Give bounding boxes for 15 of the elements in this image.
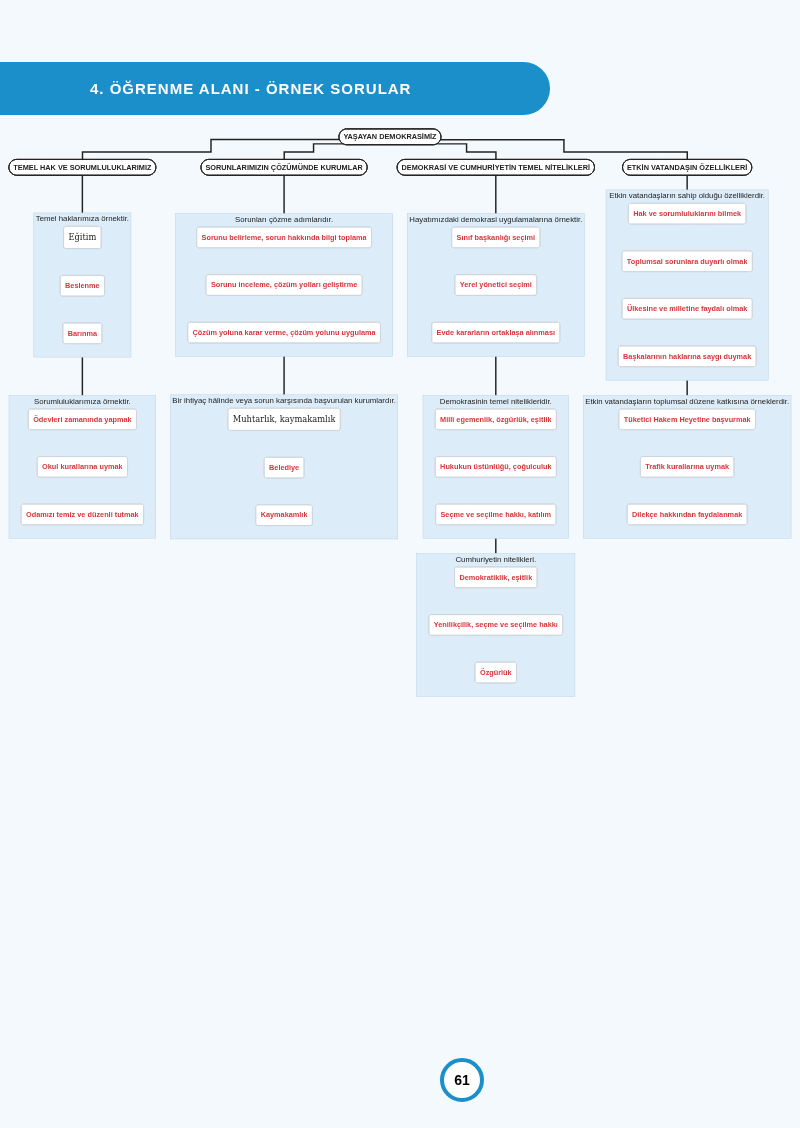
- connector: [495, 537, 497, 555]
- connector: [81, 138, 341, 161]
- connector: [686, 379, 688, 397]
- connector: [81, 174, 84, 214]
- connector: [436, 143, 497, 161]
- connector: [686, 174, 688, 191]
- connector: [283, 174, 285, 215]
- connector: [283, 355, 285, 396]
- connector: [495, 355, 497, 397]
- section-header: 4. ÖĞRENME ALANI - ÖRNEK SORULAR: [0, 62, 550, 115]
- page-number: 61: [440, 1058, 484, 1102]
- connector: [495, 174, 497, 215]
- connector: [81, 356, 84, 397]
- connector: [440, 138, 689, 161]
- connector: [283, 143, 344, 161]
